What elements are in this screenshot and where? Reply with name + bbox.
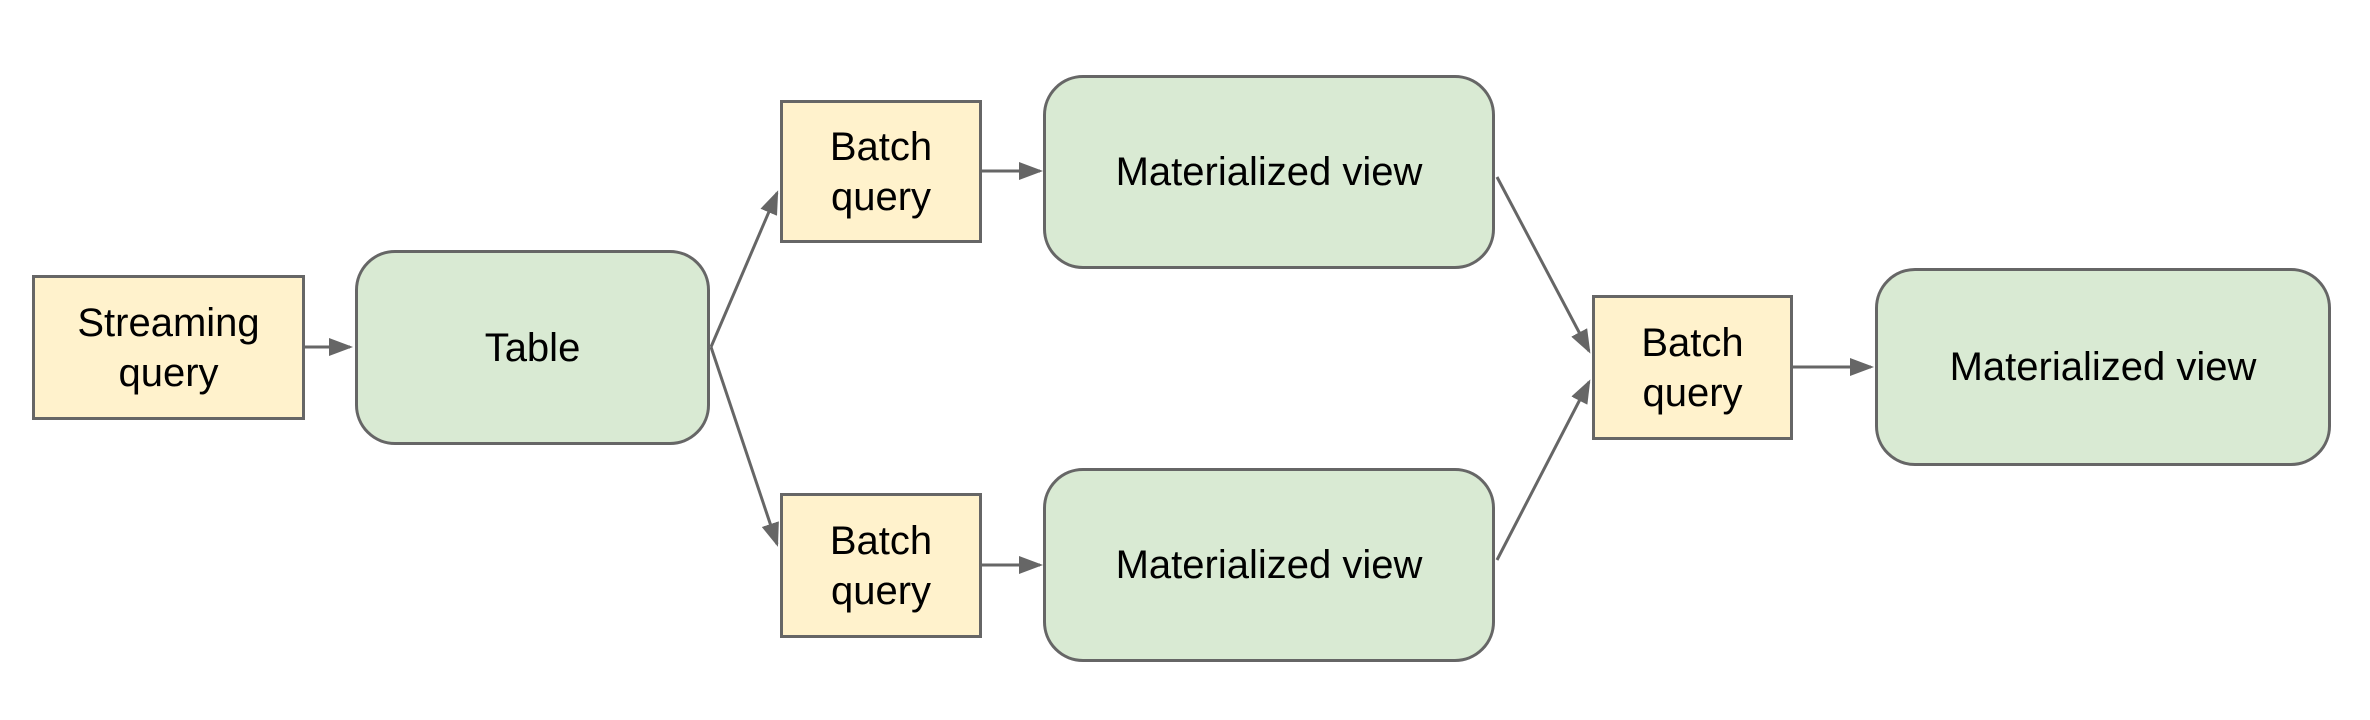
node-batch-query-bottom: Batch query: [780, 493, 982, 638]
edge-materialized-view-bottom-to-batch-query-right: [1495, 379, 1591, 561]
node-batch-query-bottom-label: Batch query: [829, 518, 933, 613]
node-streaming-query: Streaming query: [32, 275, 305, 420]
node-batch-query-right: Batch query: [1592, 295, 1793, 440]
edge-materialized-view-top-to-batch-query-right: [1495, 176, 1591, 354]
node-materialized-view-top: Materialized view: [1043, 75, 1495, 269]
node-materialized-view-bottom-label: Materialized view: [1115, 543, 1423, 587]
node-table: Table: [355, 250, 710, 445]
node-streaming-query-label: Streaming query: [77, 300, 260, 395]
node-batch-query-top: Batch query: [780, 100, 982, 243]
node-materialized-view-right-label: Materialized view: [1949, 345, 2257, 389]
node-table-label: Table: [484, 325, 581, 370]
node-materialized-view-bottom: Materialized view: [1043, 468, 1495, 662]
node-batch-query-top-label: Batch query: [829, 124, 933, 219]
node-materialized-view-top-label: Materialized view: [1115, 150, 1423, 194]
edge-table-to-batch-query-bottom: [709, 346, 779, 547]
edge-table-to-batch-query-top: [709, 190, 779, 348]
node-materialized-view-right: Materialized view: [1875, 268, 2331, 466]
node-batch-query-right-label: Batch query: [1641, 320, 1744, 415]
